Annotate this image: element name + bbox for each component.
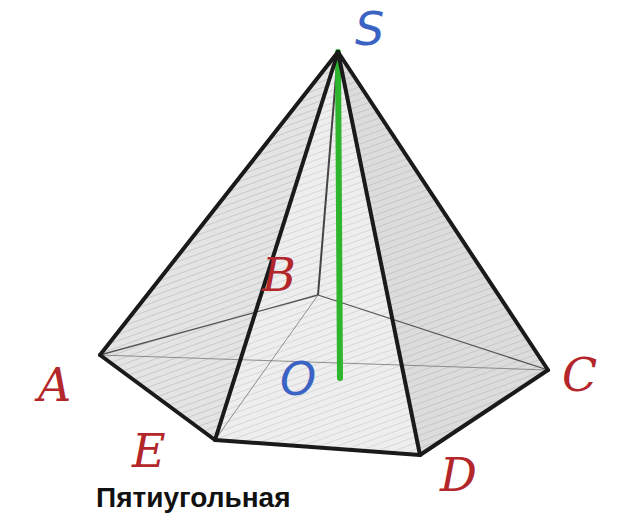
vertex-label: D xyxy=(440,452,477,498)
vertex-label: A xyxy=(38,362,71,408)
vertex-label: E xyxy=(132,428,166,474)
vertex-label: S xyxy=(355,6,384,52)
vertex-label: C xyxy=(562,352,597,398)
center-label: O xyxy=(280,356,316,402)
vertex-label: B xyxy=(262,252,296,298)
caption-text: Пятиугольная xyxy=(96,484,290,512)
